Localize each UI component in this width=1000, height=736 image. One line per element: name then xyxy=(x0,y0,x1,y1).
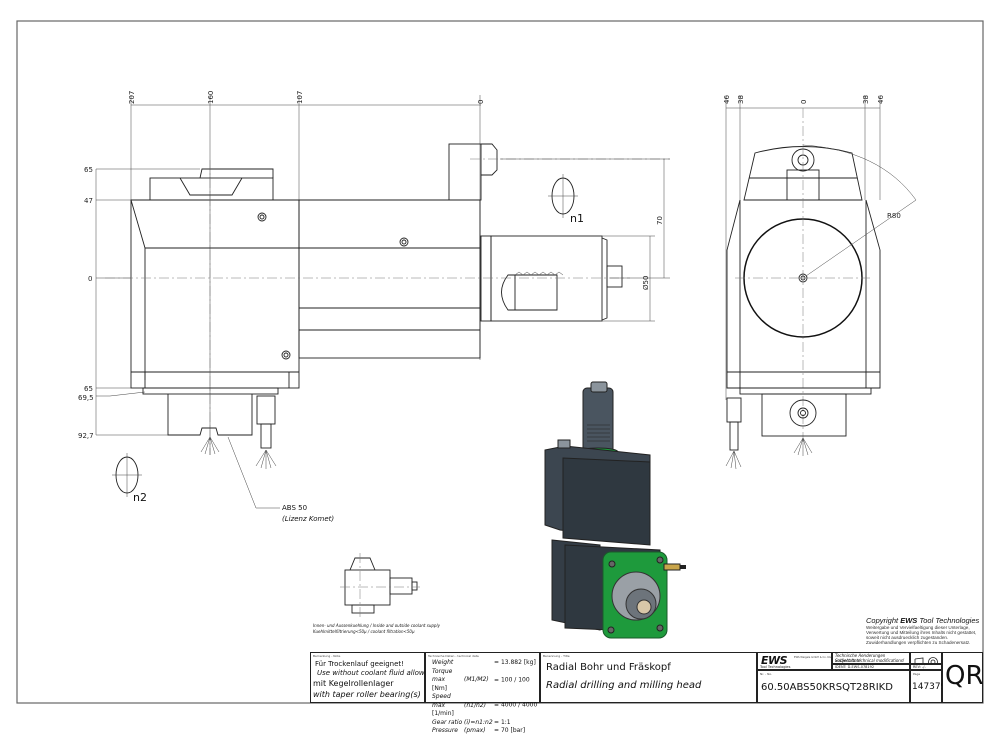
title-german: Radial Bohr und Fräskopf xyxy=(546,662,671,673)
copyright-notice: Copyright EWS Tool Technologies Weiterga… xyxy=(866,616,984,645)
dim-70: 70 xyxy=(656,216,664,225)
dim-69-5: 69,5 xyxy=(78,394,94,402)
notes-cell: Bemerkung - Note Für Trockenlauf geeigne… xyxy=(310,652,436,703)
front-view: 46 38 0 38 46 R80 xyxy=(723,95,917,470)
changes-en: Subject to technical modifications! xyxy=(835,658,905,663)
coolant-note-line2: Kuehlmittelfiltrierung<50μ / coolant fil… xyxy=(313,629,415,634)
ident-value: IDENT: D-EWS-078192 xyxy=(835,665,875,669)
note-line-1: Für Trockenlauf geeignet! xyxy=(315,660,404,668)
changes-cell: Technische Aenderungen vorbehalten! Subj… xyxy=(832,652,910,664)
copyright-suffix: Tool Technologies xyxy=(917,616,980,625)
dim-207: 207 xyxy=(128,91,136,104)
company-address: EWS Weigele GmbH & Co. KG xyxy=(794,656,831,659)
projection-symbol-cell xyxy=(910,652,942,667)
n1-label: n1 xyxy=(570,212,584,225)
ews-logo: EWS xyxy=(761,654,788,667)
copyright-brand: EWS xyxy=(900,616,918,625)
page-cell: Page 147379 xyxy=(910,670,946,703)
copyright-prefix: Copyright xyxy=(866,616,901,625)
ews-logo-sub: Tool Technologies xyxy=(760,665,791,669)
title-english: Radial drilling and milling head xyxy=(546,680,702,691)
dim-65-top: 65 xyxy=(84,166,93,174)
front-dim-46-right: 46 xyxy=(877,95,885,104)
note-line-2: Use without coolant fluid allowed! xyxy=(317,669,437,677)
dim-92-7: 92,7 xyxy=(78,432,94,440)
dim-47: 47 xyxy=(84,197,93,205)
dim-dia50: Ø50 xyxy=(642,276,650,290)
company-cell: EWS Tool Technologies EWS Weigele GmbH &… xyxy=(757,652,832,670)
n2-label: n2 xyxy=(133,491,147,504)
rev-cell: REV: -/- xyxy=(910,664,942,670)
qr-cell: QR xyxy=(942,652,984,703)
coolant-note-line1: Innen- und Aussenkuehlung / Inside and o… xyxy=(313,623,441,628)
dim-160: 160 xyxy=(207,91,215,104)
drawing-number-cell: Nr. - No. 60.50ABS50KRSQT28RIKD xyxy=(757,670,910,703)
changes-de: Technische Aenderungen vorbehalten! xyxy=(835,653,886,663)
note-line-4: with taper roller bearing(s) xyxy=(313,690,421,699)
copyright-body: Weitergabe und Vervielfaeltigung dieser … xyxy=(866,625,977,645)
technical-drawing: 207 160 107 0 65 47 0 65 69,5 92,7 xyxy=(16,20,984,704)
dim-0-left: 0 xyxy=(88,275,92,283)
coolant-schematic: Innen- und Aussenkuehlung / Inside and o… xyxy=(313,553,441,634)
front-dim-0: 0 xyxy=(800,100,808,104)
title-caption: Benennung - Title xyxy=(543,654,570,658)
side-view: 207 160 107 0 65 47 0 65 69,5 92,7 xyxy=(78,91,670,523)
tech-row: Pressure(pmax)= 70 [bar] xyxy=(432,727,526,734)
note-line-3: mit Kegelrollenlager xyxy=(313,679,394,688)
front-dim-38-left: 38 xyxy=(737,95,745,104)
tech-row: Gear ratio(i)=n1:n2= 1:1 xyxy=(432,718,511,726)
tech-caption: Technische Daten - technical data xyxy=(428,654,479,658)
page-caption: Page xyxy=(913,672,921,676)
dim-107: 107 xyxy=(296,91,304,104)
front-dim-46-left: 46 xyxy=(723,95,731,104)
drawing-number: 60.50ABS50KRSQT28RIKD xyxy=(761,682,893,693)
abs50-label: ABS 50 xyxy=(282,504,307,512)
qr-label: QR xyxy=(945,661,984,691)
tech-row: Torque max(M1/M2)= 100 / 100 [Nm] xyxy=(432,667,530,692)
lizenz-komet-label: (Lizenz Komet) xyxy=(282,515,334,523)
dim-0-top: 0 xyxy=(477,100,485,104)
r80-label: R80 xyxy=(887,212,901,220)
title-cell: Benennung - Title Radial Bohr und Fräsko… xyxy=(540,652,757,703)
front-dim-38-right: 38 xyxy=(862,95,870,104)
tech-data-cell: Technische Daten - technical data Weight… xyxy=(425,652,540,734)
page-number: 147379 xyxy=(912,682,947,692)
ident-cell: IDENT: D-EWS-078192 xyxy=(832,664,910,670)
tech-row: Speed max(n1/n2)= 4000 / 4000 [1/min] xyxy=(432,693,538,717)
number-caption: Nr. - No. xyxy=(760,672,773,676)
drawing-frame xyxy=(16,20,984,704)
rev-value: REV: -/- xyxy=(913,665,926,669)
product-render xyxy=(544,381,686,639)
notes-caption: Bemerkung - Note xyxy=(313,654,341,658)
dim-65-bottom: 65 xyxy=(84,385,93,393)
tech-row: Weight= 13.882 [kg] xyxy=(432,659,536,666)
